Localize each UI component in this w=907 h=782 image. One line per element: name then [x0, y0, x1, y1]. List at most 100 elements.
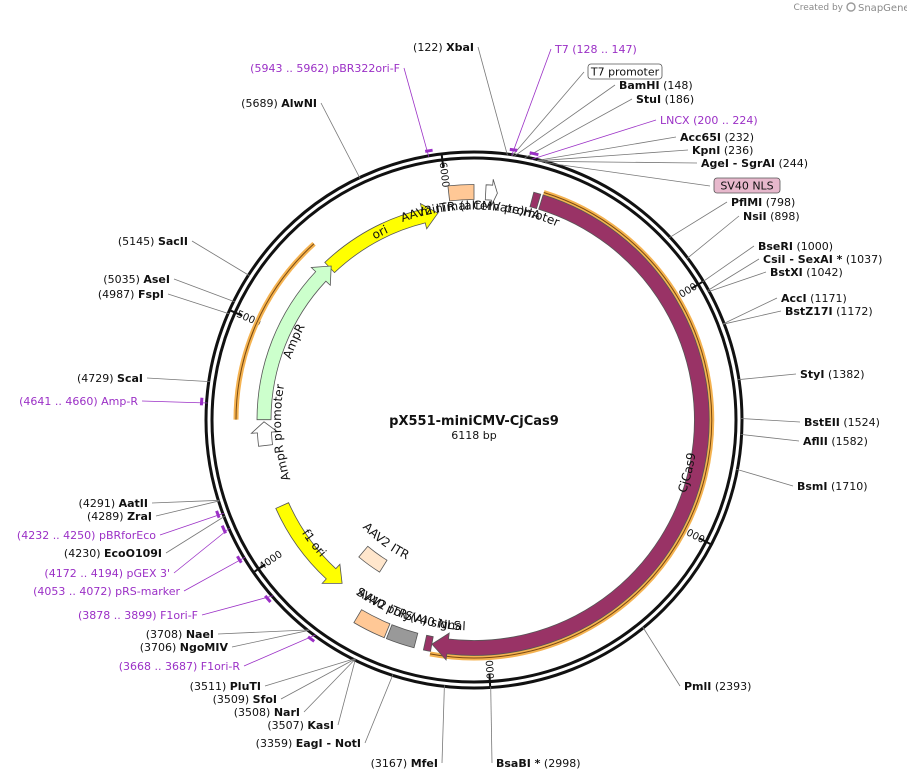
enzyme-label-aflii[interactable]: AflII (1582) — [803, 435, 868, 448]
enzyme-label-bstxi[interactable]: BstXI (1042) — [770, 266, 843, 279]
primer-label-pbrforeco[interactable]: (4232 .. 4250) pBRforEco — [17, 529, 156, 542]
enzyme-leader-line — [280, 658, 356, 700]
enzyme-label-pluti[interactable]: (3511) PluTI — [190, 680, 261, 693]
enzyme-position: (798) — [766, 196, 796, 209]
enzyme-name: CsiI - SexAI * — [763, 253, 843, 266]
feature-ori[interactable] — [324, 202, 439, 274]
orf-arc-core — [429, 192, 713, 659]
feature-label-ampr-promoter: AmpR promoter — [270, 383, 293, 483]
enzyme-position: (3508) — [234, 706, 271, 719]
enzyme-label-fspi[interactable]: (4987) FspI — [98, 288, 164, 301]
enzyme-label-bamhi[interactable]: BamHI (148) — [619, 79, 693, 92]
enzyme-label-bsabi[interactable]: BsaBI * (2998) — [496, 757, 581, 770]
enzyme-label-bsteii[interactable]: BstEII (1524) — [804, 416, 880, 429]
enzyme-leader-line — [165, 515, 226, 554]
enzyme-position: (3509) — [213, 693, 250, 706]
enzyme-label-styi[interactable]: StyI (1382) — [800, 368, 865, 381]
feature-ha[interactable] — [529, 191, 542, 210]
primer-label-f1ori-r[interactable]: (3668 .. 3687) F1ori-R — [119, 660, 241, 673]
enzyme-leader-line — [708, 271, 767, 293]
enzyme-leader-line — [217, 629, 309, 635]
feature-arcs — [250, 179, 710, 661]
credit-text: Created by — [793, 3, 843, 13]
enzyme-label-naei[interactable]: (3708) NaeI — [146, 628, 214, 641]
primer-binding-mark — [307, 635, 316, 643]
primer-name: pRS-marker — [115, 585, 180, 598]
enzyme-label-nsii[interactable]: NsiI (898) — [743, 210, 800, 223]
enzyme-label-zrai[interactable]: (4289) ZraI — [87, 510, 152, 523]
enzyme-label-asei[interactable]: (5035) AseI — [103, 273, 170, 286]
enzyme-label-aatii[interactable]: (4291) AatII — [79, 497, 148, 510]
enzyme-label-ngomiv[interactable]: (3706) NgoMIV — [140, 641, 229, 654]
primer-name: Amp-R — [101, 395, 138, 408]
boxed-label-sv40-nls[interactable]: SV40 NLS — [713, 177, 781, 194]
feature-ampr-promoter[interactable] — [250, 421, 279, 447]
enzyme-name: AatII — [119, 497, 148, 510]
enzyme-label-scai[interactable]: (4729) ScaI — [77, 372, 143, 385]
enzyme-name: EagI - NotI — [296, 737, 361, 750]
enzyme-label-pflmi[interactable]: PflMI (798) — [731, 196, 795, 209]
primer-label-pgex-3[interactable]: (4172 .. 4194) pGEX 3' — [44, 567, 170, 580]
enzyme-label-pmli[interactable]: PmlI (2393) — [684, 680, 751, 693]
enzyme-label-kasi[interactable]: (3507) KasI — [267, 719, 334, 732]
enzyme-label-sfoi[interactable]: (3509) SfoI — [213, 693, 277, 706]
enzyme-label-nari[interactable]: (3508) NarI — [234, 706, 300, 719]
enzyme-label-stui[interactable]: StuI (186) — [636, 93, 694, 106]
enzyme-position: (148) — [663, 79, 693, 92]
feature-ampr[interactable] — [256, 265, 332, 421]
enzyme-name: PluTI — [230, 680, 261, 693]
enzyme-leader-line — [477, 46, 508, 156]
enzyme-label-bsmi[interactable]: BsmI (1710) — [797, 480, 868, 493]
enzyme-position: (1000) — [796, 240, 833, 253]
primer-label-f1ori-f[interactable]: (3878 .. 3899) F1ori-F — [78, 609, 198, 622]
feature-f1-ori[interactable] — [275, 502, 343, 584]
enzyme-position: (898) — [770, 210, 800, 223]
primer-label-prs-marker[interactable]: (4053 .. 4072) pRS-marker — [33, 585, 180, 598]
feature-cjcas9[interactable] — [431, 194, 710, 661]
primer-range: (4172 .. 4194) — [44, 567, 123, 580]
enzyme-label-xbai[interactable]: (122) XbaI — [413, 41, 474, 54]
enzyme-label-csii-sexai[interactable]: CsiI - SexAI * (1037) — [763, 253, 882, 266]
ring-tick-mark — [440, 152, 445, 169]
enzyme-leader-line — [642, 626, 681, 687]
enzyme-label-sacii[interactable]: (5145) SacII — [118, 235, 188, 248]
enzyme-label-kpni[interactable]: KpnI (236) — [692, 144, 753, 157]
primer-binding-mark — [264, 594, 272, 604]
primer-label-amp-r[interactable]: (4641 .. 4660) Amp-R — [19, 395, 138, 408]
enzyme-label-bstz17i[interactable]: BstZ17I (1172) — [785, 305, 873, 318]
enzyme-label-alwni[interactable]: (5689) AlwNI — [241, 97, 317, 110]
feature-aav2-itr-alternate[interactable] — [447, 184, 475, 202]
enzyme-label-acc65i[interactable]: Acc65I (232) — [680, 131, 754, 144]
enzyme-label-acci[interactable]: AccI (1171) — [781, 292, 847, 305]
feature-minimal-cmv-promoter[interactable] — [484, 179, 498, 207]
enzyme-leader-line — [155, 500, 220, 517]
enzyme-leader-line — [686, 215, 740, 260]
primer-binding-mark — [215, 510, 221, 519]
enzyme-leader-line — [173, 278, 235, 303]
enzyme-label-mfei[interactable]: (3167) MfeI — [371, 757, 438, 770]
enzyme-label-ecoo109i[interactable]: (4230) EcoO109I — [64, 547, 162, 560]
primer-name: pBR322ori-F — [332, 62, 400, 75]
enzyme-position: (122) — [413, 41, 443, 54]
label-leaders — [141, 46, 801, 764]
feature-aav2-itr[interactable] — [353, 609, 391, 639]
enzyme-label-agei-sgrai[interactable]: AgeI - SgrAI (244) — [701, 157, 808, 170]
boxed-label-frame — [587, 63, 663, 80]
primer-label-lncx[interactable]: LNCX (200 .. 224) — [660, 114, 758, 127]
enzyme-label-eagi-noti[interactable]: (3359) EagI - NotI — [256, 737, 361, 750]
enzyme-position: (3507) — [267, 719, 304, 732]
feature-sv40-nls[interactable] — [422, 634, 434, 652]
primer-binding-mark — [529, 151, 539, 157]
primer-leader-line — [531, 119, 657, 160]
primer-binding-mark — [424, 148, 433, 153]
feature-aav2-itr[interactable] — [358, 545, 388, 573]
boxed-label-t7-promoter[interactable]: T7 promoter — [587, 63, 663, 80]
primer-binding-mark — [220, 525, 227, 534]
feature-sv40-poly-a-signal[interactable] — [385, 624, 419, 649]
boxed-label-text: T7 promoter — [590, 66, 660, 79]
primer-label-t7[interactable]: T7 (128 .. 147) — [554, 43, 637, 56]
primer-label-pbr322ori-f[interactable]: (5943 .. 5962) pBR322ori-F — [250, 62, 400, 75]
enzyme-label-bseri[interactable]: BseRI (1000) — [758, 240, 833, 253]
primer-leader-line — [403, 67, 430, 157]
